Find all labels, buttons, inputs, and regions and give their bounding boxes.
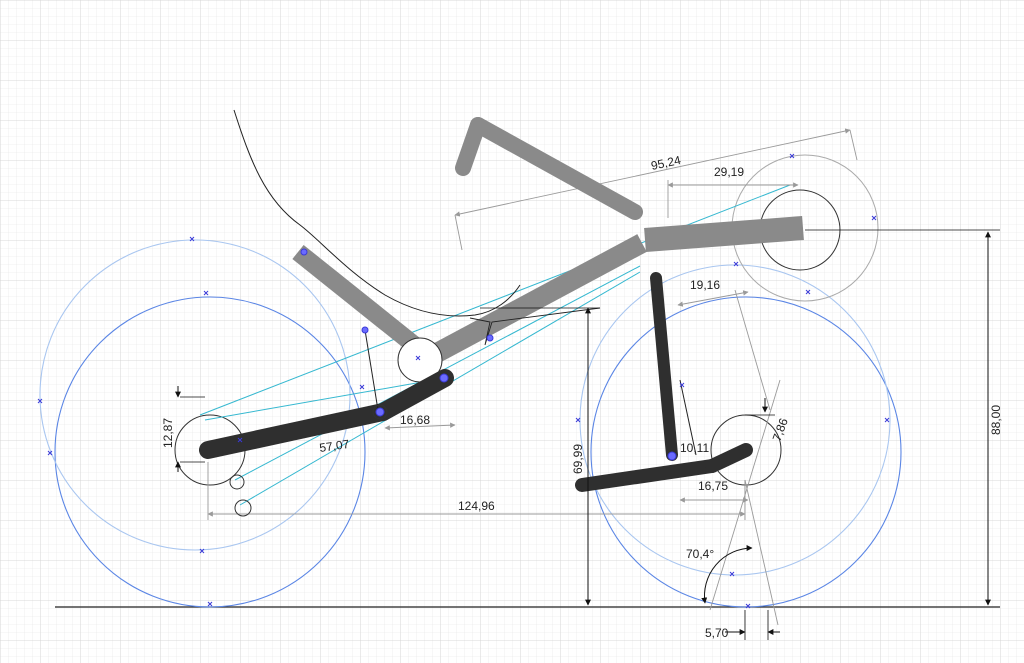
fork: [650, 272, 678, 461]
dimension-drop-b: [745, 398, 775, 416]
angle-arc: [701, 545, 753, 604]
label-angle: 70,4°: [686, 547, 714, 561]
label-chainstay: 57,07: [318, 437, 350, 455]
label-overall-height: 88,00: [989, 405, 1003, 435]
frame: [292, 117, 804, 371]
point-markers: [37, 153, 890, 609]
label-drop-a: 12,87: [161, 418, 175, 448]
label-head-offset: 29,19: [714, 165, 744, 179]
dimension-drop-a: [175, 386, 205, 472]
rear-arm: [199, 403, 392, 459]
top-boom: [644, 216, 804, 252]
handlebar-stub: [455, 117, 486, 176]
handlebar: [470, 117, 643, 220]
label-trail: 5,70: [705, 626, 729, 640]
dimension-bb-height: [480, 307, 600, 606]
rear-link: [374, 369, 454, 421]
label-top-length: 95,24: [650, 153, 683, 173]
label-link-c: 16,75: [698, 479, 728, 493]
label-link-a: 16,68: [400, 413, 430, 427]
label-fork-offset: 19,16: [690, 278, 720, 292]
arms: [199, 272, 753, 492]
rear-wheel-outer: [54, 296, 366, 608]
rider-leg: [469, 307, 601, 346]
front-link: [705, 443, 753, 473]
dimension-trail: [725, 610, 780, 640]
dimension-overall-height: [805, 229, 1000, 606]
front-arm: [575, 459, 719, 492]
joint-markers: [300, 248, 677, 461]
rider-outline: [233, 109, 521, 317]
label-bb-height: 69,99: [571, 444, 585, 474]
main-tube: [415, 234, 647, 371]
pivot-circles: [229, 404, 388, 517]
seat-back: [292, 244, 424, 356]
black-guides: [364, 329, 697, 456]
label-link-b: 10,11: [680, 441, 709, 455]
label-wheelbase: 124,96: [458, 499, 495, 513]
